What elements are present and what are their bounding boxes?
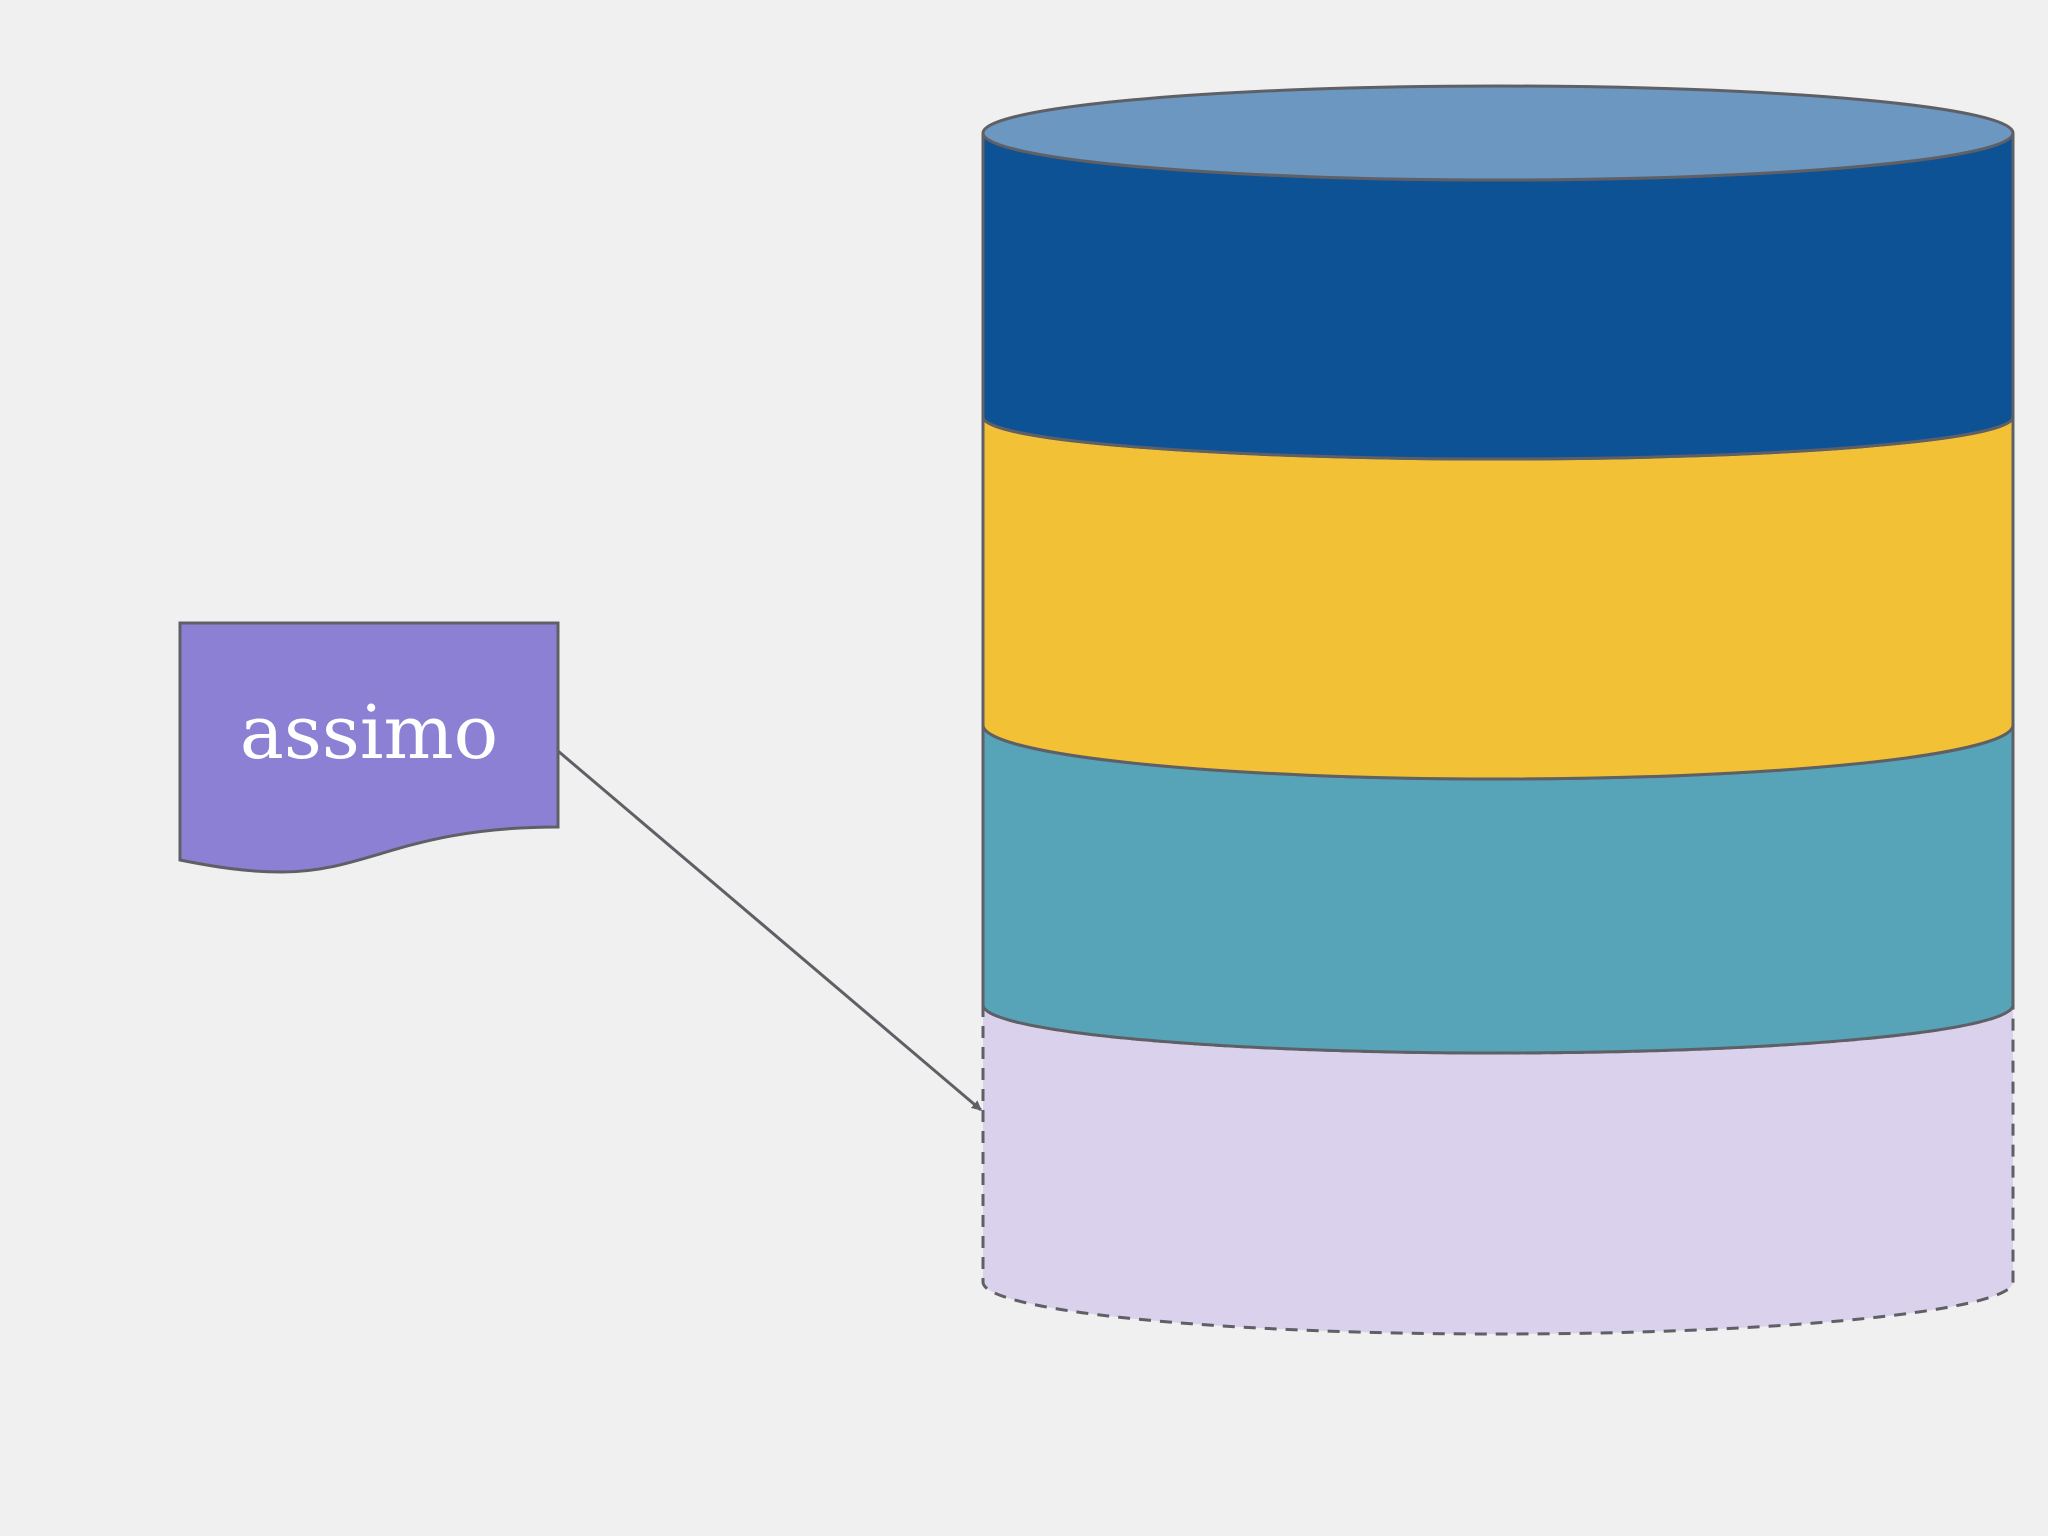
cylinder-top [981, 84, 2015, 182]
cylinder-layer-yellow [981, 416, 2015, 781]
cylinder-layer-blue [981, 132, 2015, 461]
document-node[interactable]: assimo [178, 621, 560, 874]
document-shape [178, 621, 560, 874]
document-label: assimo [240, 690, 498, 776]
connector-arrow [557, 749, 982, 1112]
database-cylinder[interactable] [981, 84, 2015, 1336]
